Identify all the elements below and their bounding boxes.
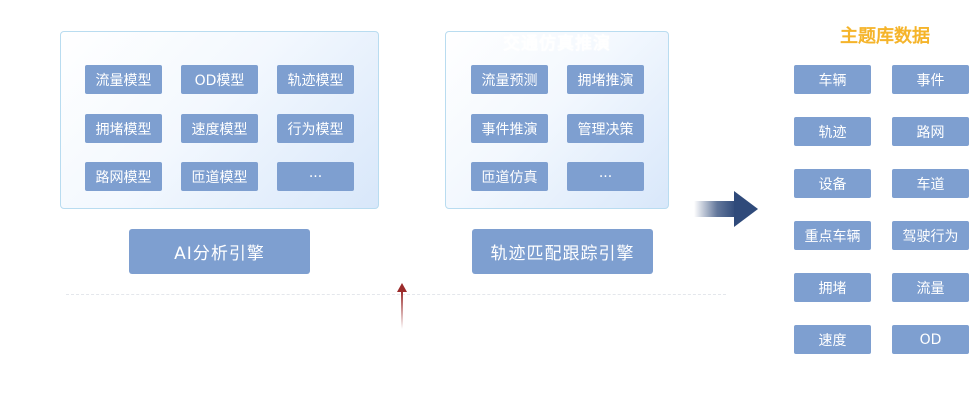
model-chip-flow[interactable]: 流量模型 xyxy=(85,65,162,94)
theme-chip-vehicle[interactable]: 车辆 xyxy=(794,65,871,94)
ai-analysis-engine[interactable]: AI分析引擎 xyxy=(129,229,310,274)
theme-chip-key-vehicle[interactable]: 重点车辆 xyxy=(794,221,871,250)
model-chip-ramp[interactable]: 匝道模型 xyxy=(181,162,258,191)
sim-chip-ramp-simulation[interactable]: 匝道仿真 xyxy=(471,162,548,191)
sim-chip-more[interactable]: ··· xyxy=(567,162,644,191)
sim-chip-event-deduction[interactable]: 事件推演 xyxy=(471,114,548,143)
theme-chip-flow[interactable]: 流量 xyxy=(892,273,969,302)
theme-chip-road-network[interactable]: 路网 xyxy=(892,117,969,146)
model-chip-more[interactable]: ··· xyxy=(277,162,354,191)
sim-chip-flow-forecast[interactable]: 流量预测 xyxy=(471,65,548,94)
arrow-up-icon xyxy=(397,283,407,329)
model-chip-speed[interactable]: 速度模型 xyxy=(181,114,258,143)
model-chip-road-network[interactable]: 路网模型 xyxy=(85,162,162,191)
theme-chip-device[interactable]: 设备 xyxy=(794,169,871,198)
theme-chip-driving-behavior[interactable]: 驾驶行为 xyxy=(892,221,969,250)
trajectory-matching-engine[interactable]: 轨迹匹配跟踪引擎 xyxy=(472,229,653,274)
sim-chip-congestion-deduction[interactable]: 拥堵推演 xyxy=(567,65,644,94)
model-chip-od[interactable]: OD模型 xyxy=(181,65,258,94)
model-chip-trajectory[interactable]: 轨迹模型 xyxy=(277,65,354,94)
arrow-right-icon xyxy=(694,191,758,227)
theme-chip-speed[interactable]: 速度 xyxy=(794,325,871,354)
theme-chip-lane[interactable]: 车道 xyxy=(892,169,969,198)
model-chip-congestion[interactable]: 拥堵模型 xyxy=(85,114,162,143)
model-chip-behavior[interactable]: 行为模型 xyxy=(277,114,354,143)
theme-chip-event[interactable]: 事件 xyxy=(892,65,969,94)
theme-chip-congestion[interactable]: 拥堵 xyxy=(794,273,871,302)
theme-chip-trajectory[interactable]: 轨迹 xyxy=(794,117,871,146)
simulation-panel-title: 交通仿真推演 xyxy=(503,34,611,54)
sim-chip-management-decision[interactable]: 管理决策 xyxy=(567,114,644,143)
theme-chip-od[interactable]: OD xyxy=(892,325,969,354)
theme-database-title: 主题库数据 xyxy=(840,26,930,47)
section-divider xyxy=(66,294,726,295)
